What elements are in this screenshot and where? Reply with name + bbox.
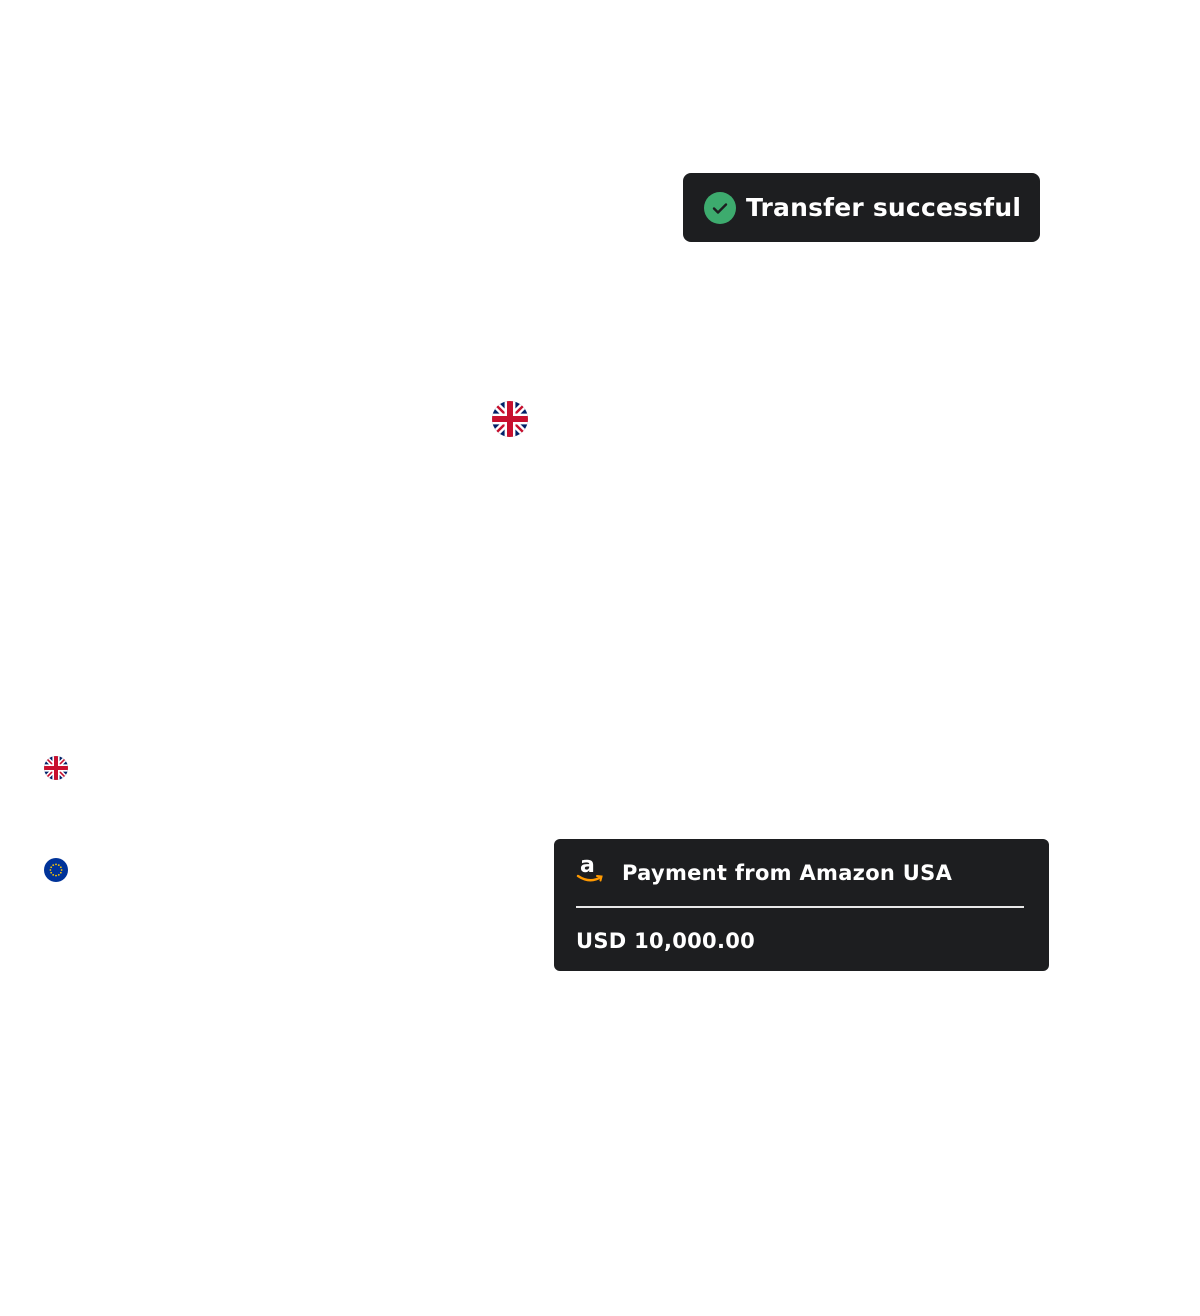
amazon-logo-letter: a: [580, 852, 595, 878]
payment-title: Payment from Amazon USA: [622, 860, 953, 885]
amazon-logo-icon: a: [576, 853, 606, 889]
eu-flag-icon: [44, 858, 68, 882]
check-circle-icon: [704, 191, 736, 224]
card-divider: [576, 906, 1024, 908]
transfer-success-toast: Transfer successful: [683, 173, 1040, 242]
toast-message: Transfer successful: [746, 193, 1022, 222]
uk-flag-icon: [492, 401, 528, 437]
payment-notification-card: a Payment from Amazon USA USD 10,000.00: [554, 839, 1049, 971]
uk-flag-icon: [44, 756, 68, 780]
payment-amount: USD 10,000.00: [576, 929, 756, 953]
